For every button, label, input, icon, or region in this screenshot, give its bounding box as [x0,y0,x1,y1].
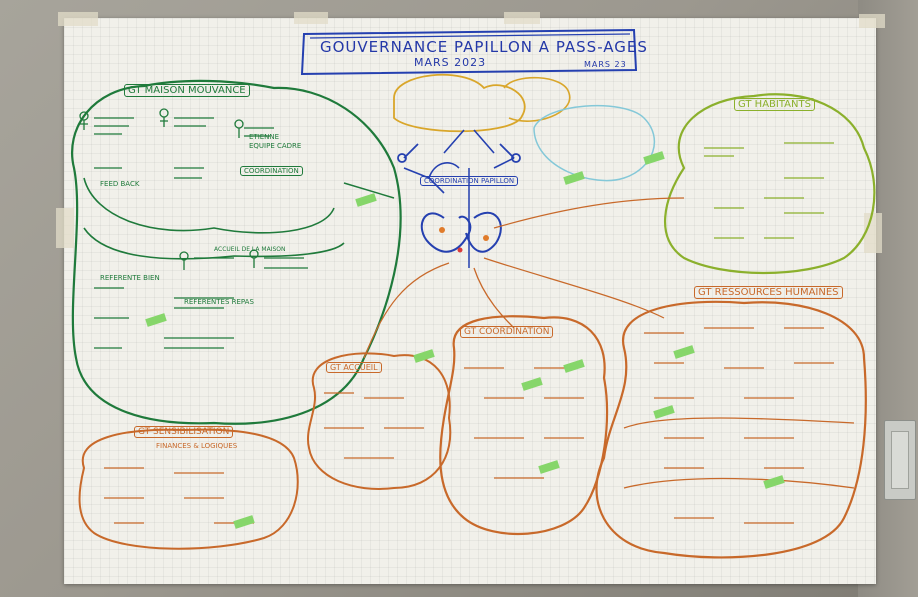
note-equipe-cadre: EQUIPE CADRE [249,142,302,150]
accueil-cloud [307,352,452,490]
tape [56,208,74,248]
drawing-canvas [71,28,876,559]
group-title-accueil: GT ACCUEIL [326,362,382,373]
stick-figures [79,108,259,270]
note-etienne: ETIENNE [249,133,280,141]
tape [294,12,328,24]
flipchart-paper: GOUVERNANCE PAPILLON A PASS-AGES MARS 20… [56,12,885,584]
note-feedback: FEED BACK [100,180,140,188]
note-accueil-maison: ACCUEIL DE LA MAISON [214,246,286,253]
butterfly-left [420,212,472,253]
coordination-papillon-box: COORDINATION PAPILLON [420,176,519,186]
title-frame [300,28,638,76]
rh-cloud [595,300,867,559]
green-notes [94,117,308,349]
group-title-habitants: GT HABITANTS [734,98,815,111]
tape [504,12,540,24]
maison-cloud [71,79,402,425]
cyan-cloud [533,104,655,182]
habitants-cloud [663,93,876,275]
yellow-cloud [393,73,526,133]
light-switch [884,420,916,500]
blue-bodies [397,143,521,163]
orange-notes [104,327,834,524]
group-title-coordination: GT COORDINATION [460,326,554,338]
sensibilisation-cloud [78,428,299,550]
group-title-maison: GT MAISON MOUVANCE [124,84,250,97]
group-title-sensibilisation: GT SENSIBILISATION [134,426,234,438]
coordination-maison-box: COORDINATION [240,166,303,176]
board-date: MARS 2023 [414,56,487,69]
lime-notes [704,142,834,239]
board-date-short: MARS 23 [584,60,627,69]
butterfly-right [465,211,502,253]
tape [58,12,98,26]
group-title-rh: GT RESSOURCES HUMAINES [694,286,843,299]
board-title: GOUVERNANCE PAPILLON A PASS-AGES [320,38,648,56]
coordination-cloud [439,315,609,536]
tape [859,14,885,28]
note-referente-bien: REFERENTE BIEN [100,274,160,282]
sensibilisation-subtitle: FINANCES & LOGIQUES [156,442,238,450]
note-referentes-repas: REFERENTES REPAS [184,298,254,306]
